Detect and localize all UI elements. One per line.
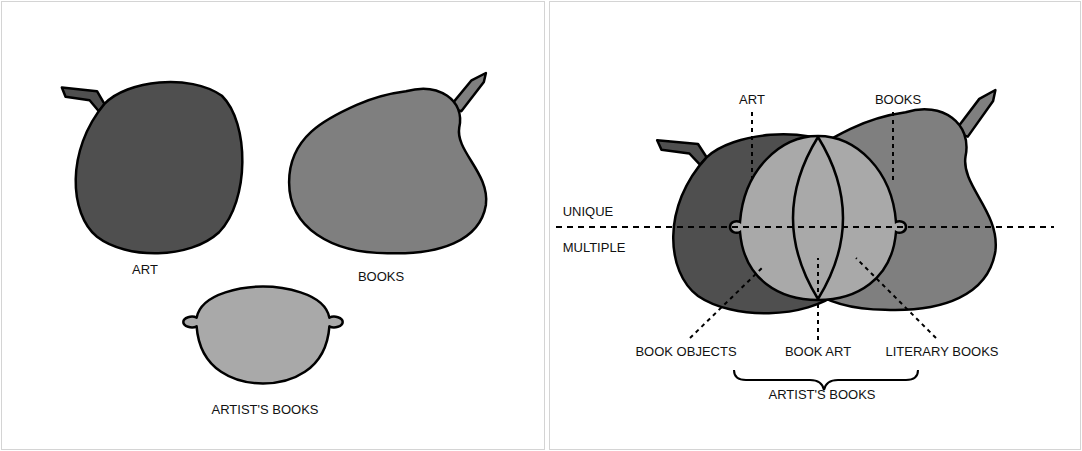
apple-shape [62, 88, 105, 112]
leader-line [856, 258, 936, 338]
apple-shape [657, 140, 706, 165]
node-label: ART [132, 263, 158, 277]
pear-node: BOOKS [285, 73, 490, 255]
annotation-label: UNIQUE [563, 205, 614, 219]
panel-frame [550, 2, 1081, 450]
lemon-node: ARTIST'S BOOKS [180, 283, 346, 387]
node-label: ART [739, 93, 765, 107]
leader-line [817, 258, 819, 340]
pear-shape [289, 89, 486, 254]
circle-arc [793, 137, 818, 299]
lemon-shape [183, 286, 342, 383]
pear-outline [285, 73, 490, 255]
apple-node: ART [60, 73, 245, 255]
leader-line [751, 112, 753, 178]
annotation-label: BOOK OBJECTS [635, 345, 736, 359]
node-label: BOOKS [358, 270, 404, 284]
leader-line [892, 112, 894, 182]
annotation-label: LITERARY BOOKS [886, 345, 999, 359]
leader-line [690, 268, 762, 338]
apple-outline [60, 73, 245, 255]
divider-line [556, 226, 1054, 228]
annotation-label: MULTIPLE [563, 241, 626, 255]
lemon-outline [180, 283, 346, 387]
annotation-label: BOOK ART [785, 345, 851, 359]
apple-shape [76, 82, 243, 253]
node-label: ARTIST'S BOOKS [212, 403, 319, 417]
panel-frame [2, 2, 545, 450]
circle-arc [818, 137, 843, 299]
annotation-label: ARTIST'S BOOKS [769, 388, 876, 402]
node-label: BOOKS [875, 93, 921, 107]
